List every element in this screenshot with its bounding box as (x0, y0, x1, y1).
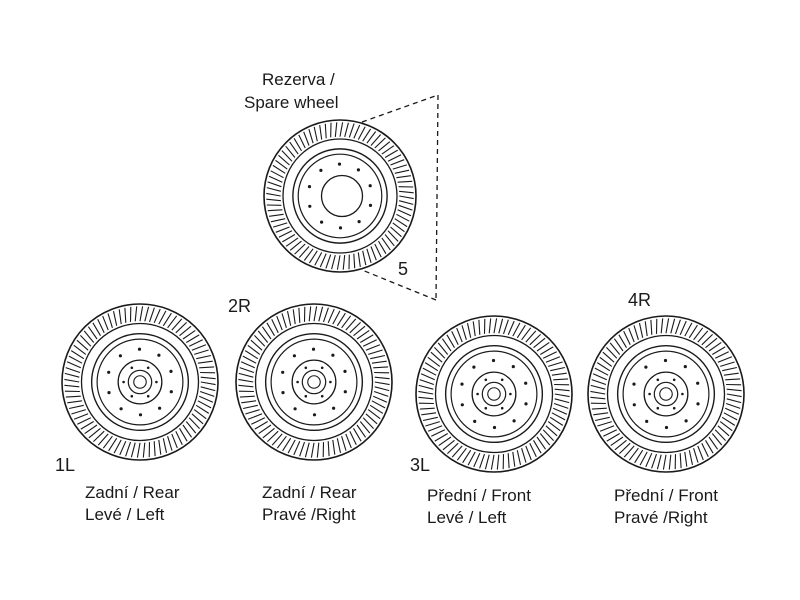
rim-bolts (460, 358, 528, 430)
wheel-1l-label-line2: Levé / Left (85, 505, 165, 524)
hub-bolts (296, 366, 332, 398)
hub-bolts (648, 378, 684, 410)
wheel-2r-label-line2: Pravé /Right (262, 505, 356, 524)
spare-wheel-number: 5 (398, 259, 409, 279)
wheel-1l-id: 1L (55, 455, 76, 475)
hub-bolts (122, 366, 158, 398)
tread-pattern (266, 122, 414, 270)
rim-bolts (281, 347, 347, 417)
wheel-1l (61, 303, 219, 461)
spare-wheel-label-line1: Rezerva / (262, 70, 335, 89)
tread-pattern (64, 306, 216, 458)
wheel-4r-id: 4R (628, 290, 652, 310)
spare-wheel-leader-lines (361, 94, 439, 301)
rim-bolts (107, 347, 173, 417)
wheel-2r-id: 2R (228, 296, 252, 316)
wheel-2r (235, 303, 393, 461)
wheel-4r-label-line2: Pravé /Right (614, 508, 708, 527)
spare-wheel (263, 119, 417, 273)
wheel-4r (587, 315, 745, 473)
tread-pattern (238, 306, 390, 458)
spare-wheel-label-line2: Spare wheel (244, 93, 339, 112)
wheel-2r-label-line1: Zadní / Rear (262, 483, 357, 502)
wheel-3l (415, 315, 573, 473)
wheel-1l-label-line1: Zadní / Rear (85, 483, 180, 502)
rim-bolts (632, 358, 700, 430)
wheel-4r-label-line1: Přední / Front (614, 486, 718, 505)
wheel-3l-label-line1: Přední / Front (427, 486, 531, 505)
hub-bolts (476, 378, 512, 410)
wheel-3l-id: 3L (410, 455, 431, 475)
tread-pattern (418, 318, 570, 470)
wheel-3l-label-line2: Levé / Left (427, 508, 507, 527)
rim-bolts (307, 162, 373, 230)
tread-pattern (590, 318, 742, 470)
